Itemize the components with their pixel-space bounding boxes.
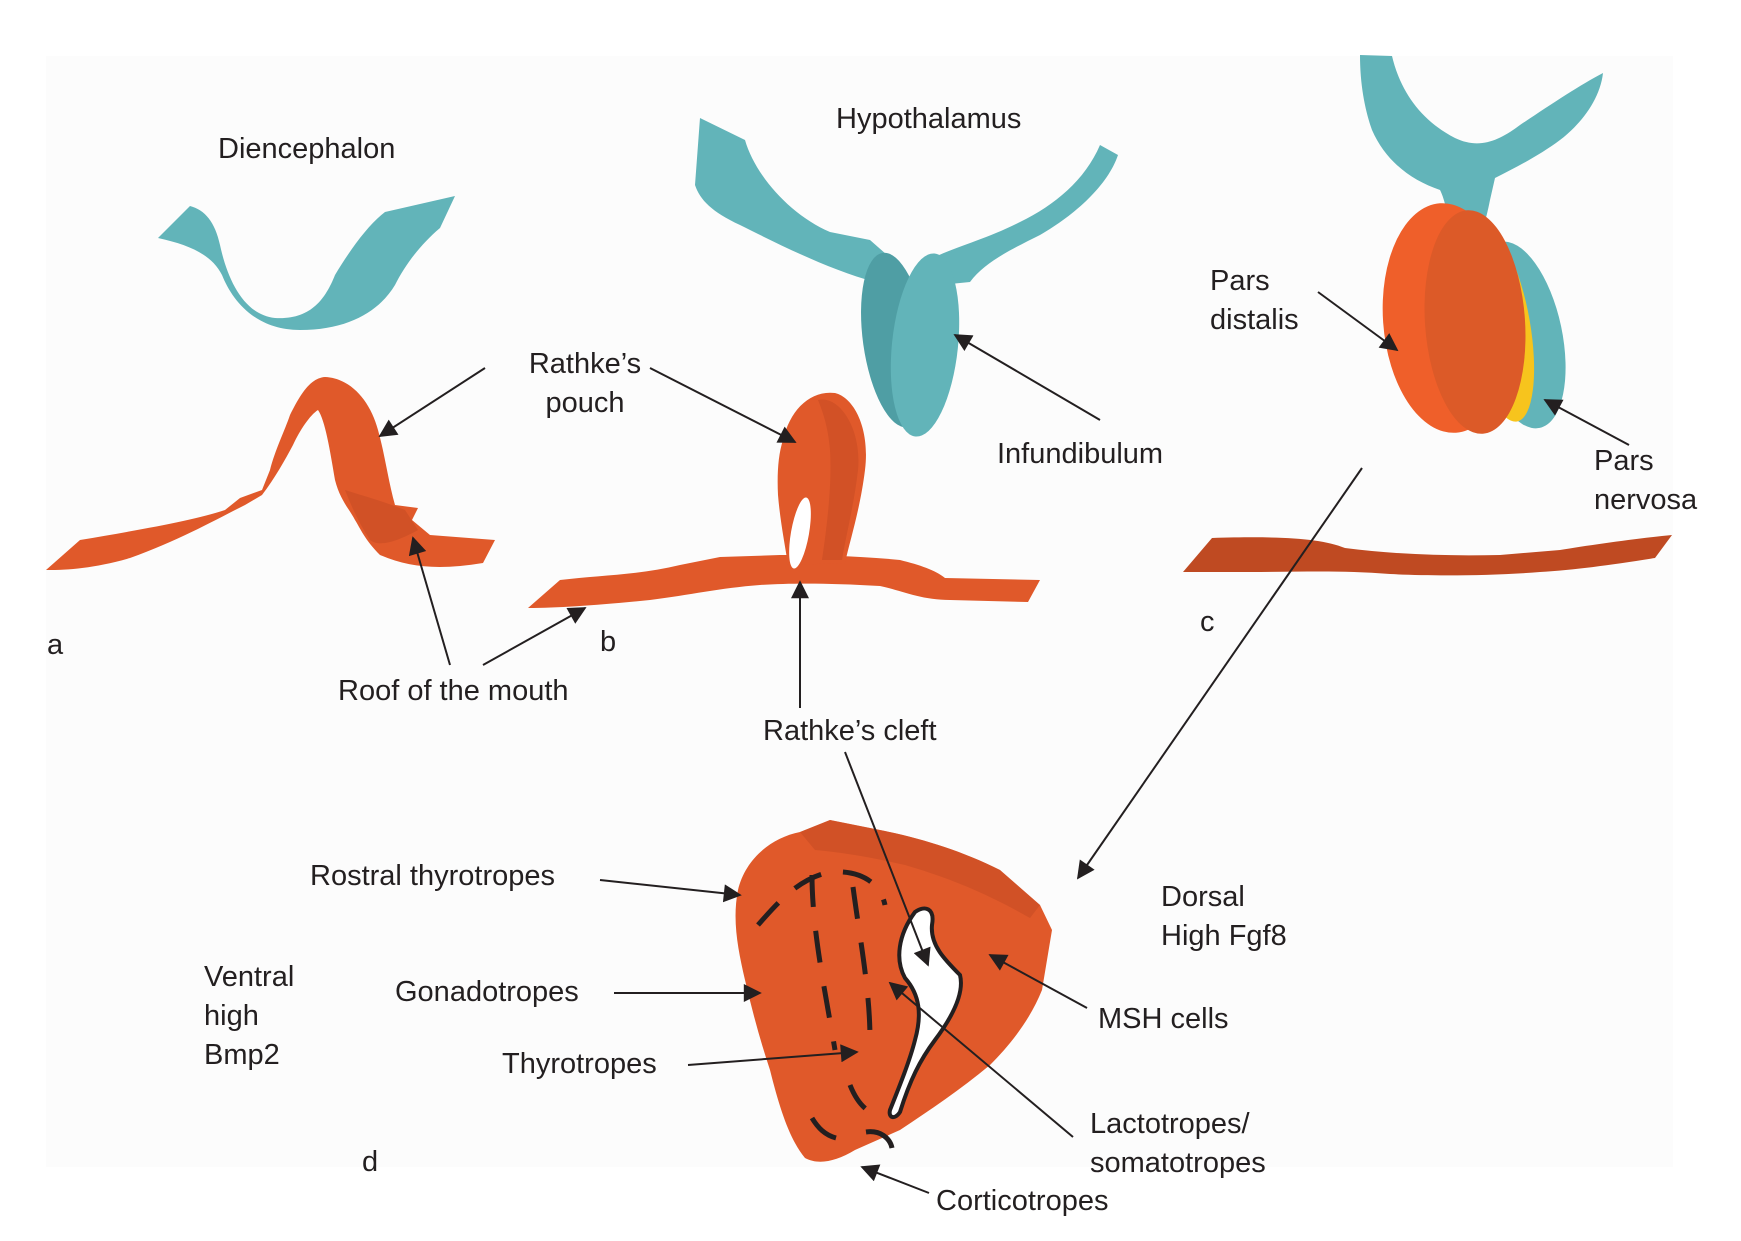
- arrow-lactotropes: [888, 981, 1074, 1138]
- label-rathkes-pouch: Rathke’s pouch: [500, 345, 670, 423]
- zone-boundary-5: [809, 1116, 837, 1141]
- hypothalamus-right-arm: [925, 145, 1118, 285]
- leader-lines: [378, 291, 1630, 1194]
- label-rathkes-pouch-line1: Rathke’s: [528, 348, 642, 380]
- hypothalamus-left-arm: [695, 118, 895, 282]
- roof-of-mouth-b-shape: [528, 555, 1040, 608]
- label-hypothalamus: Hypothalamus: [836, 103, 1022, 135]
- label-ventral-line1: Ventral: [204, 961, 295, 993]
- panel-d: [735, 820, 1052, 1162]
- arrow-corticotropes: [860, 1164, 930, 1194]
- label-dorsal-line2: High Fgf8: [1161, 920, 1287, 952]
- label-gonadotropes: Gonadotropes: [395, 976, 579, 1008]
- zone-boundary-3: [850, 886, 873, 1041]
- zone-boundary-4: [847, 1084, 887, 1117]
- label-pars-nervosa: Pars nervosa: [1594, 442, 1697, 520]
- roof-of-mouth-c-shape: [1183, 535, 1672, 576]
- arrow-rostral-thyrotropes: [599, 879, 742, 903]
- label-msh-cells: MSH cells: [1098, 1003, 1229, 1035]
- panel-letter-d: d: [362, 1146, 379, 1178]
- roof-of-mouth-a-shade: [345, 490, 418, 544]
- label-pars-nervosa-line2: nervosa: [1594, 484, 1698, 516]
- label-rostral-thyrotropes: Rostral thyrotropes: [310, 860, 555, 892]
- label-corticotropes: Corticotropes: [936, 1185, 1109, 1217]
- arrow-rathkes-pouch-a: [378, 367, 486, 437]
- label-roof-of-mouth: Roof of the mouth: [338, 675, 569, 707]
- hypothalamus-c-shape: [1360, 55, 1603, 240]
- arrow-thyrotropes: [687, 1044, 859, 1066]
- arrow-rathkes-pouch-b: [649, 367, 797, 443]
- label-ventral-line2: high: [204, 1000, 259, 1032]
- arrow-pars-nervosa: [1543, 399, 1630, 446]
- rathkes-cleft-b-slit: [789, 497, 811, 569]
- label-lactotropes-somatotropes: Lactotropes/ somatotropes: [1090, 1105, 1266, 1183]
- arrow-c-to-d: [1076, 467, 1363, 880]
- zone-boundary-6: [865, 1129, 895, 1149]
- label-ventral-high-bmp2: Ventral high Bmp2: [204, 958, 294, 1075]
- label-lactotropes-line1: Lactotropes/: [1090, 1108, 1250, 1140]
- label-pars-distalis-line2: distalis: [1210, 304, 1299, 336]
- panel-letter-c: c: [1200, 606, 1215, 638]
- arrow-pars-distalis: [1317, 291, 1399, 352]
- arrow-roof-b: [482, 607, 587, 666]
- panel-letter-a: a: [47, 629, 64, 661]
- arrow-msh-cells: [988, 954, 1088, 1009]
- label-rathkes-pouch-line2: pouch: [545, 387, 625, 419]
- label-infundibulum: Infundibulum: [997, 438, 1164, 470]
- panel-letter-b: b: [600, 626, 617, 658]
- label-thyrotropes: Thyrotropes: [502, 1048, 657, 1080]
- label-ventral-line3: Bmp2: [204, 1039, 280, 1071]
- label-dorsal-line1: Dorsal: [1161, 881, 1245, 913]
- label-dorsal-high-fgf8: Dorsal High Fgf8: [1161, 878, 1287, 956]
- adult-pituitary-top-shade: [800, 820, 1040, 918]
- arrow-infundibulum: [953, 334, 1101, 421]
- zone-boundary-2: [809, 874, 838, 1051]
- panel-a: [46, 196, 495, 570]
- arrow-rathkes-cleft-d: [844, 751, 931, 967]
- label-lactotropes-line2: somatotropes: [1090, 1147, 1266, 1179]
- label-pars-nervosa-line1: Pars: [1594, 445, 1654, 477]
- label-diencephalon: Diencephalon: [218, 133, 396, 165]
- panel-b: [528, 118, 1118, 608]
- label-pars-distalis-line1: Pars: [1210, 265, 1270, 297]
- pars-distalis-face: [1424, 210, 1526, 434]
- infundibulum-front-lobe: [890, 253, 960, 437]
- panel-c: [1183, 55, 1672, 576]
- rathkes-pouch-b-shade: [818, 399, 859, 560]
- zone-boundary-1: [756, 869, 888, 927]
- label-pars-distalis: Pars distalis: [1210, 262, 1299, 340]
- arrow-roof-a: [408, 536, 451, 666]
- label-rathkes-cleft: Rathke’s cleft: [763, 715, 937, 747]
- diencephalon-shape: [158, 196, 455, 330]
